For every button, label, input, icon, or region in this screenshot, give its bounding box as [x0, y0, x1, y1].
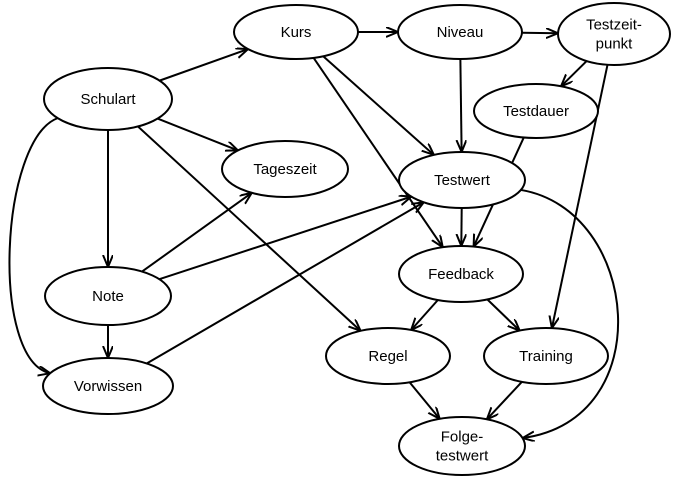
node-testzeitpunkt: Testzeit-punkt: [557, 2, 671, 66]
node-note: Note: [44, 266, 172, 326]
node-testdauer-shape: [473, 83, 599, 139]
node-folgetestwert-label: Folge-: [441, 429, 484, 446]
node-tageszeit: Tageszeit: [221, 140, 349, 198]
edge-testwert-to-folgetestwert: [521, 188, 619, 438]
node-niveau-shape: [397, 4, 523, 60]
node-training-label: Training: [519, 348, 573, 365]
node-training-shape: [483, 327, 609, 385]
edge-training-to-folgetestwert: [487, 381, 523, 420]
node-regel-label: Regel: [368, 348, 407, 365]
node-testwert-shape: [398, 151, 526, 209]
node-folgetestwert-shape: [398, 416, 526, 476]
node-folgetestwert-label: testwert: [436, 448, 489, 465]
node-testzeitpunkt-shape: [557, 2, 671, 66]
node-schulart-label: Schulart: [80, 91, 136, 108]
edge-testzeitpunkt-to-testdauer: [561, 60, 588, 86]
node-schulart: Schulart: [43, 67, 173, 131]
nodes: Kurs Niveau Testzeit-punktSchulartTestdaue…: [42, 2, 671, 476]
node-feedback: Feedback: [398, 245, 524, 303]
node-regel-shape: [325, 327, 451, 385]
edge-regel-to-folgetestwert: [408, 381, 440, 419]
edge-niveau-to-testwert: [460, 58, 461, 152]
node-vorwissen-shape: [42, 357, 174, 415]
node-tageszeit-label: Tageszeit: [253, 161, 317, 178]
node-vorwissen: Vorwissen: [42, 357, 174, 415]
node-testdauer: Testdauer: [473, 83, 599, 139]
node-regel: Regel: [325, 327, 451, 385]
node-note-label: Note: [92, 288, 124, 305]
node-kurs-label: Kurs: [281, 24, 312, 41]
node-testwert: Testwert: [398, 151, 526, 209]
node-tageszeit-shape: [221, 140, 349, 198]
node-testwert-label: Testwert: [434, 172, 491, 189]
node-vorwissen-label: Vorwissen: [74, 378, 142, 395]
edge-note-to-tageszeit: [141, 193, 252, 273]
node-training: Training: [483, 327, 609, 385]
edge-kurs-to-feedback: [312, 57, 443, 247]
node-note-shape: [44, 266, 172, 326]
edge-note-to-testwert: [159, 197, 411, 281]
node-niveau-label: Niveau: [437, 24, 484, 41]
node-feedback-shape: [398, 245, 524, 303]
node-feedback-label: Feedback: [428, 266, 494, 283]
edge-feedback-to-training: [486, 298, 519, 330]
node-folgetestwert: Folge-testwert: [398, 416, 526, 476]
edge-schulart-to-regel: [137, 125, 361, 330]
node-testzeitpunkt-label: punkt: [596, 36, 634, 53]
node-testzeitpunkt-label: Testzeit-: [586, 17, 642, 34]
edge-feedback-to-regel: [411, 299, 439, 330]
node-niveau: Niveau: [397, 4, 523, 60]
edge-schulart-to-tageszeit: [157, 117, 238, 151]
node-testdauer-label: Testdauer: [503, 103, 569, 120]
edge-schulart-to-kurs: [159, 49, 248, 82]
node-kurs-shape: [233, 4, 359, 60]
edge-kurs-to-testwert: [322, 55, 434, 155]
edge-schulart-to-vorwissen: [8, 117, 58, 373]
node-kurs: Kurs: [233, 4, 359, 60]
node-schulart-shape: [43, 67, 173, 131]
edge-vorwissen-to-testwert: [146, 202, 424, 365]
